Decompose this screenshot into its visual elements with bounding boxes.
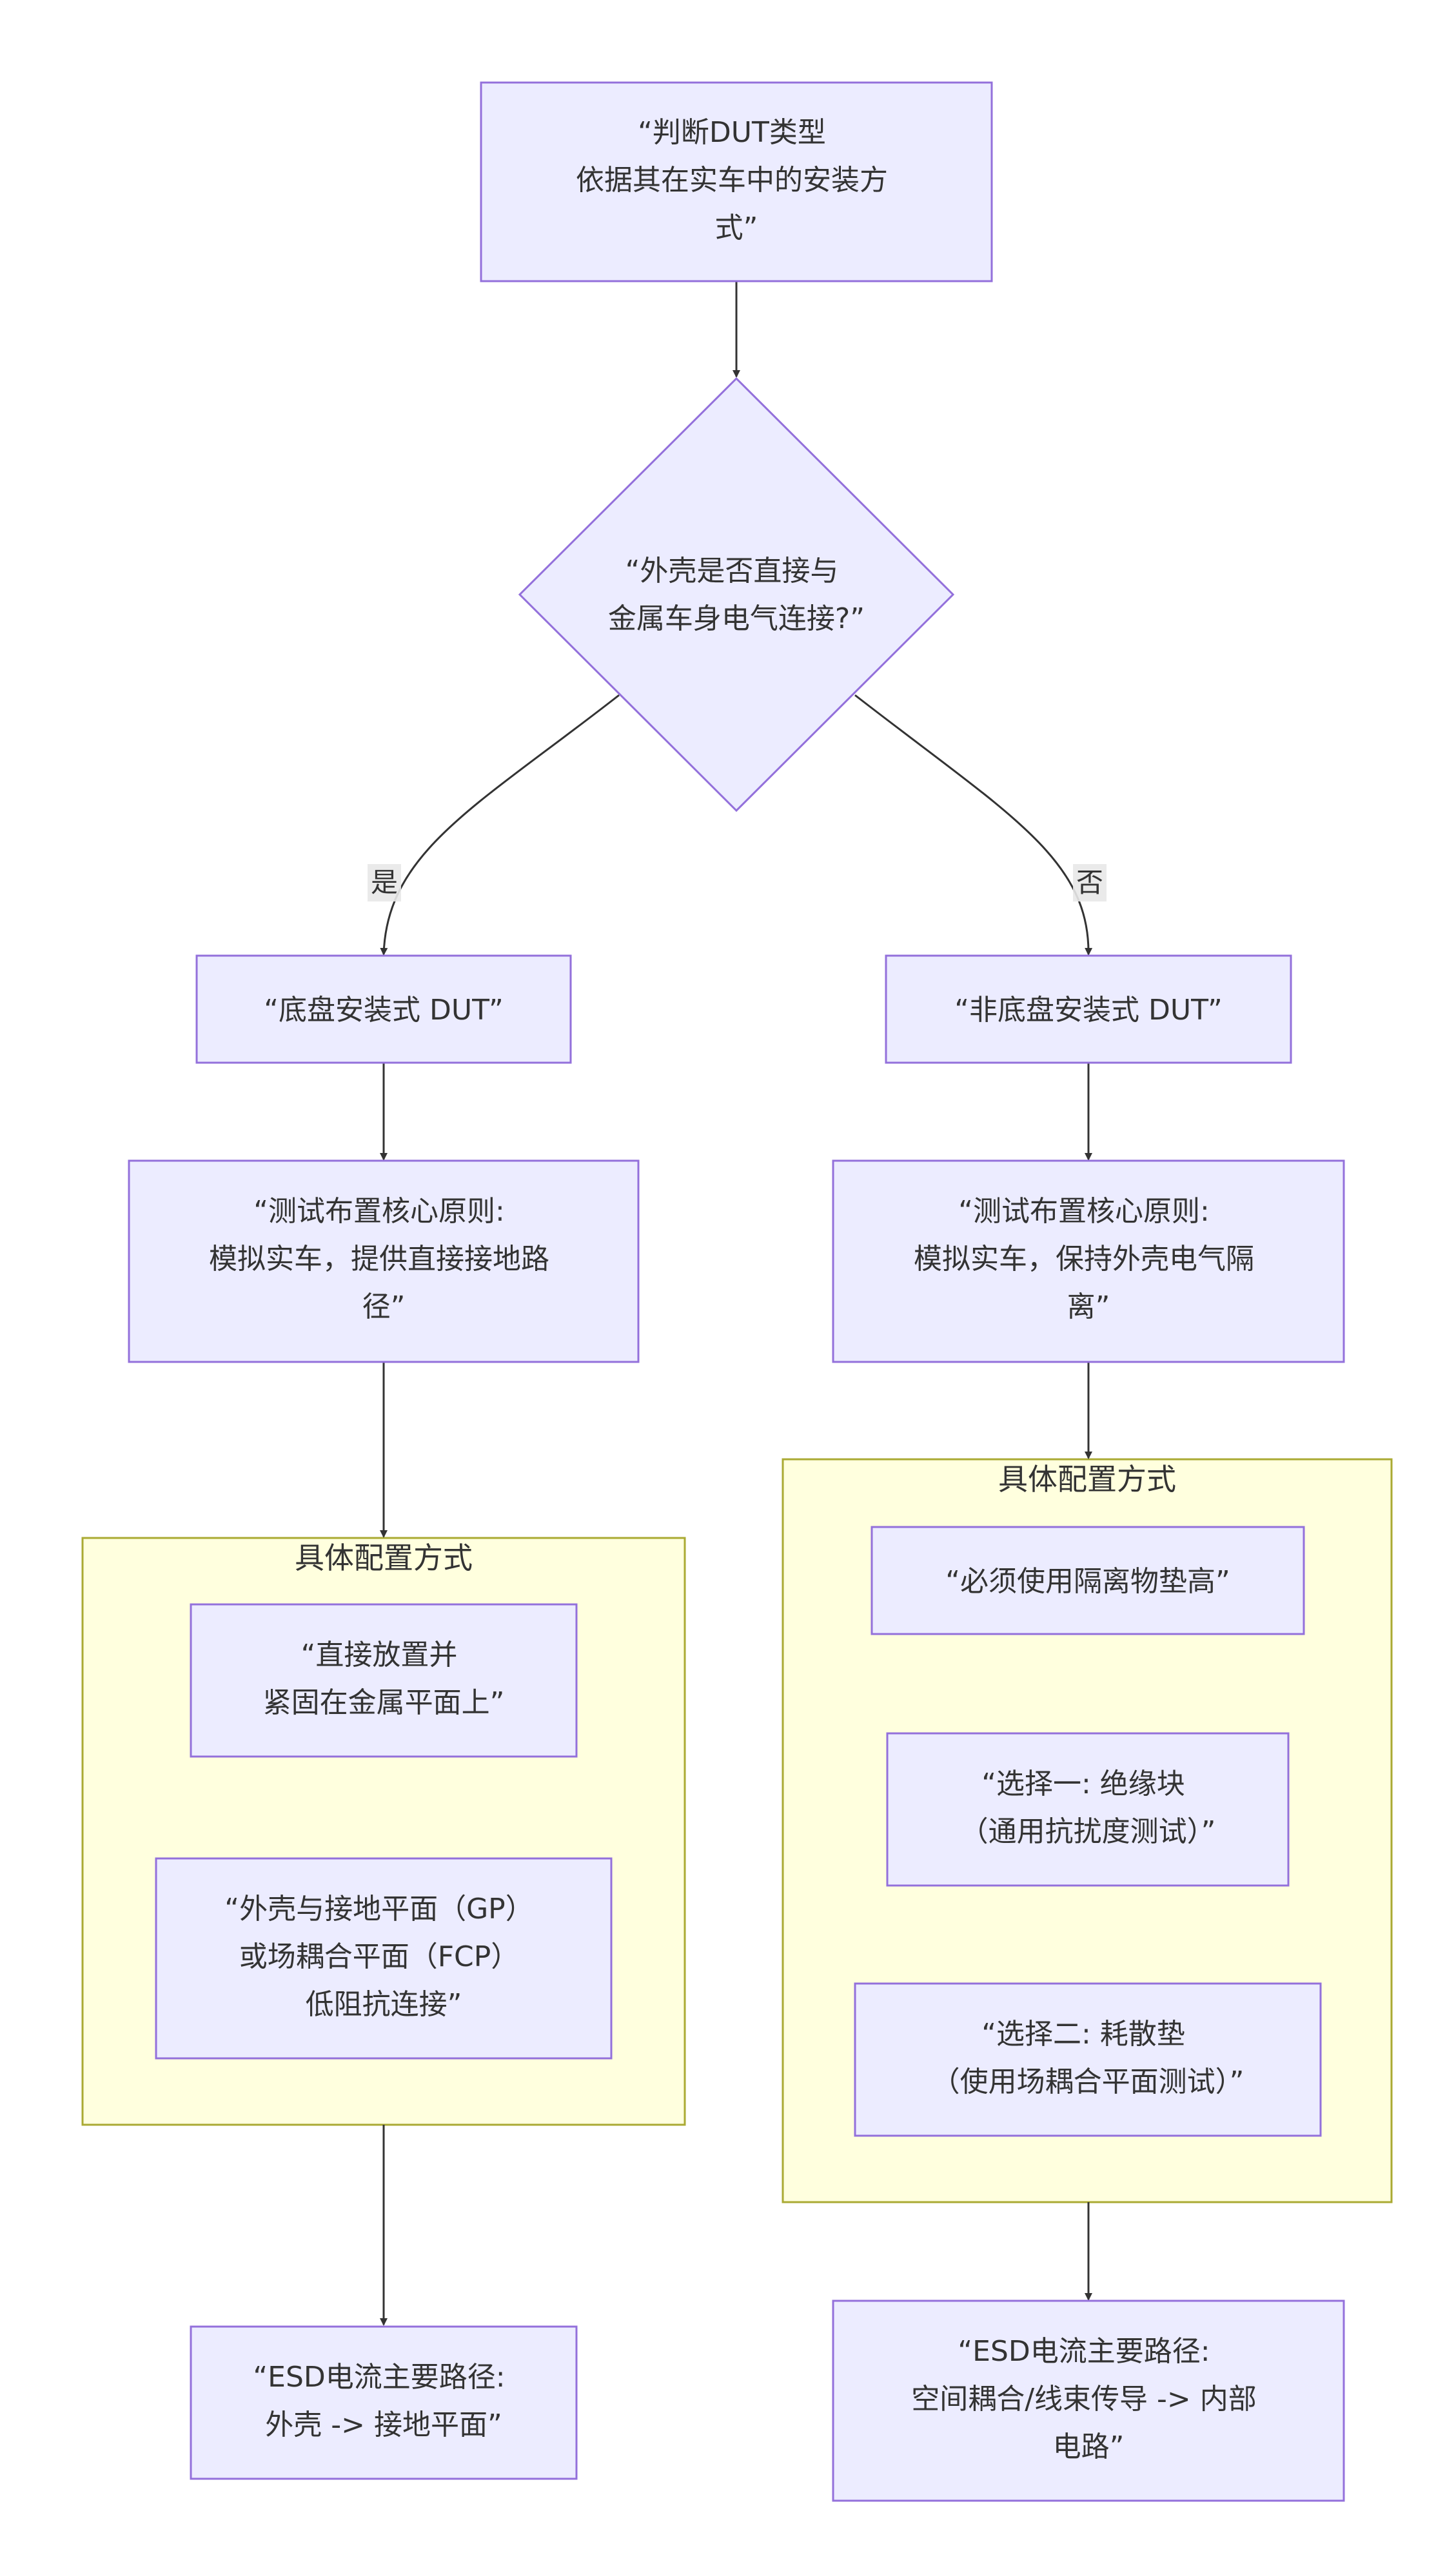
edge-label-yes-bg — [368, 864, 401, 901]
cluster-right-title: 具体配置方式 — [998, 1462, 1176, 1497]
node-left-type: “底盘安装式 DUT” — [195, 954, 572, 1064]
node-right-config-1-label: “必须使用隔离物垫高” — [945, 1565, 1230, 1598]
cluster-left-title: 具体配置方式 — [295, 1541, 473, 1575]
node-right-config-1: “必须使用隔离物垫高” — [871, 1526, 1305, 1635]
edge-decision-right — [854, 694, 1093, 956]
edge-label-no: 否 — [1076, 867, 1103, 898]
node-left-config-2: “外壳与接地平面（GP） 或场耦合平面（FCP） 低阻抗连接” — [155, 1857, 613, 2060]
node-start-label: “判断DUT类型 依据其在实车中的安装方 式” — [576, 116, 897, 244]
node-right-type-label: “非底盘安装式 DUT” — [954, 994, 1223, 1027]
edge-label-yes: 是 — [371, 867, 398, 898]
edge-label-no-bg — [1073, 864, 1107, 901]
node-left-principle: “测试布置核心原则: 模拟实车，提供直接接地路 径” — [128, 1159, 640, 1363]
node-start: “判断DUT类型 依据其在实车中的安装方 式” — [480, 81, 993, 282]
node-right-config-3-label: “选择二: 耗散垫 （使用场耦合平面测试）” — [932, 2018, 1244, 2098]
node-left-config-2-label: “外壳与接地平面（GP） 或场耦合平面（FCP） 低阻抗连接” — [224, 1893, 542, 2021]
node-right-config-3: “选择二: 耗散垫 （使用场耦合平面测试）” — [854, 1982, 1322, 2137]
node-left-type-label: “底盘安装式 DUT” — [264, 994, 504, 1027]
node-right-config-2: “选择一: 绝缘块 （通用抗扰度测试）” — [886, 1732, 1290, 1887]
node-left-config-1-label: “直接放置并 紧固在金属平面上” — [263, 1639, 505, 1719]
node-decision-label: “外壳是否直接与 金属车身电气连接?” — [608, 555, 865, 635]
edge-decision-left — [380, 694, 620, 956]
node-left-path-label: “ESD电流主要路径: 外壳 -> 接地平面” — [253, 2361, 514, 2441]
node-right-config-2-label: “选择一: 绝缘块 （通用抗扰度测试）” — [960, 1768, 1216, 1848]
node-right-type: “非底盘安装式 DUT” — [885, 954, 1292, 1064]
node-right-principle: “测试布置核心原则: 模拟实车，保持外壳电气隔 离” — [832, 1159, 1345, 1363]
node-right-path-label: “ESD电流主要路径: 空间耦合/线束传导 -> 内部 电路” — [911, 2335, 1266, 2463]
node-right-path: “ESD电流主要路径: 空间耦合/线束传导 -> 内部 电路” — [832, 2300, 1345, 2502]
node-left-path: “ESD电流主要路径: 外壳 -> 接地平面” — [190, 2325, 578, 2480]
edges — [380, 281, 1093, 2326]
node-right-principle-label: “测试布置核心原则: 模拟实车，保持外壳电气隔 离” — [914, 1195, 1263, 1323]
node-left-principle-label: “测试布置核心原则: 模拟实车，提供直接接地路 径” — [209, 1195, 558, 1323]
node-left-config-1: “直接放置并 紧固在金属平面上” — [190, 1603, 578, 1758]
node-decision: “外壳是否直接与 金属车身电气连接?” — [518, 377, 955, 813]
